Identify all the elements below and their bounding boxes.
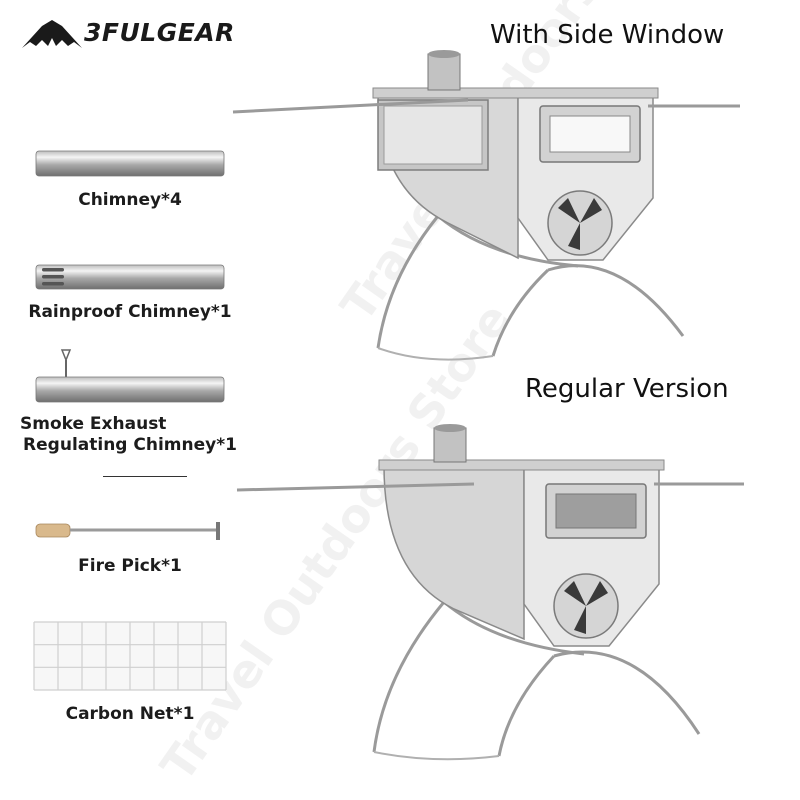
label-regulating-line1: Smoke Exhaust xyxy=(20,414,167,434)
stove-regular xyxy=(236,424,744,761)
stove-with-side-window xyxy=(232,50,740,361)
regulating-chimney-icon xyxy=(35,349,225,403)
chimney-pipe-icon xyxy=(35,150,225,177)
label-regulating-line2: Regulating Chimney*1 xyxy=(23,435,237,455)
heading-side-window: With Side Window xyxy=(490,20,725,50)
stove-icon xyxy=(236,424,744,761)
stove-icon xyxy=(232,50,740,361)
label-fire-pick: Fire Pick*1 xyxy=(78,556,182,576)
label-rainproof-chimney: Rainproof Chimney*1 xyxy=(28,302,232,322)
label-chimney: Chimney*4 xyxy=(78,190,182,210)
divider xyxy=(103,476,187,477)
fire-pick-icon xyxy=(35,522,220,540)
brand-name: 3FULGEAR xyxy=(84,18,235,47)
carbon-net-icon xyxy=(33,621,227,691)
label-regulating-chimney: Smoke Exhaust Regulating Chimney*1 xyxy=(10,414,250,456)
heading-regular-version: Regular Version xyxy=(525,374,729,404)
label-carbon-net: Carbon Net*1 xyxy=(65,704,195,724)
rainproof-chimney-icon xyxy=(35,264,225,290)
bat-wing-logo-icon xyxy=(22,20,82,48)
